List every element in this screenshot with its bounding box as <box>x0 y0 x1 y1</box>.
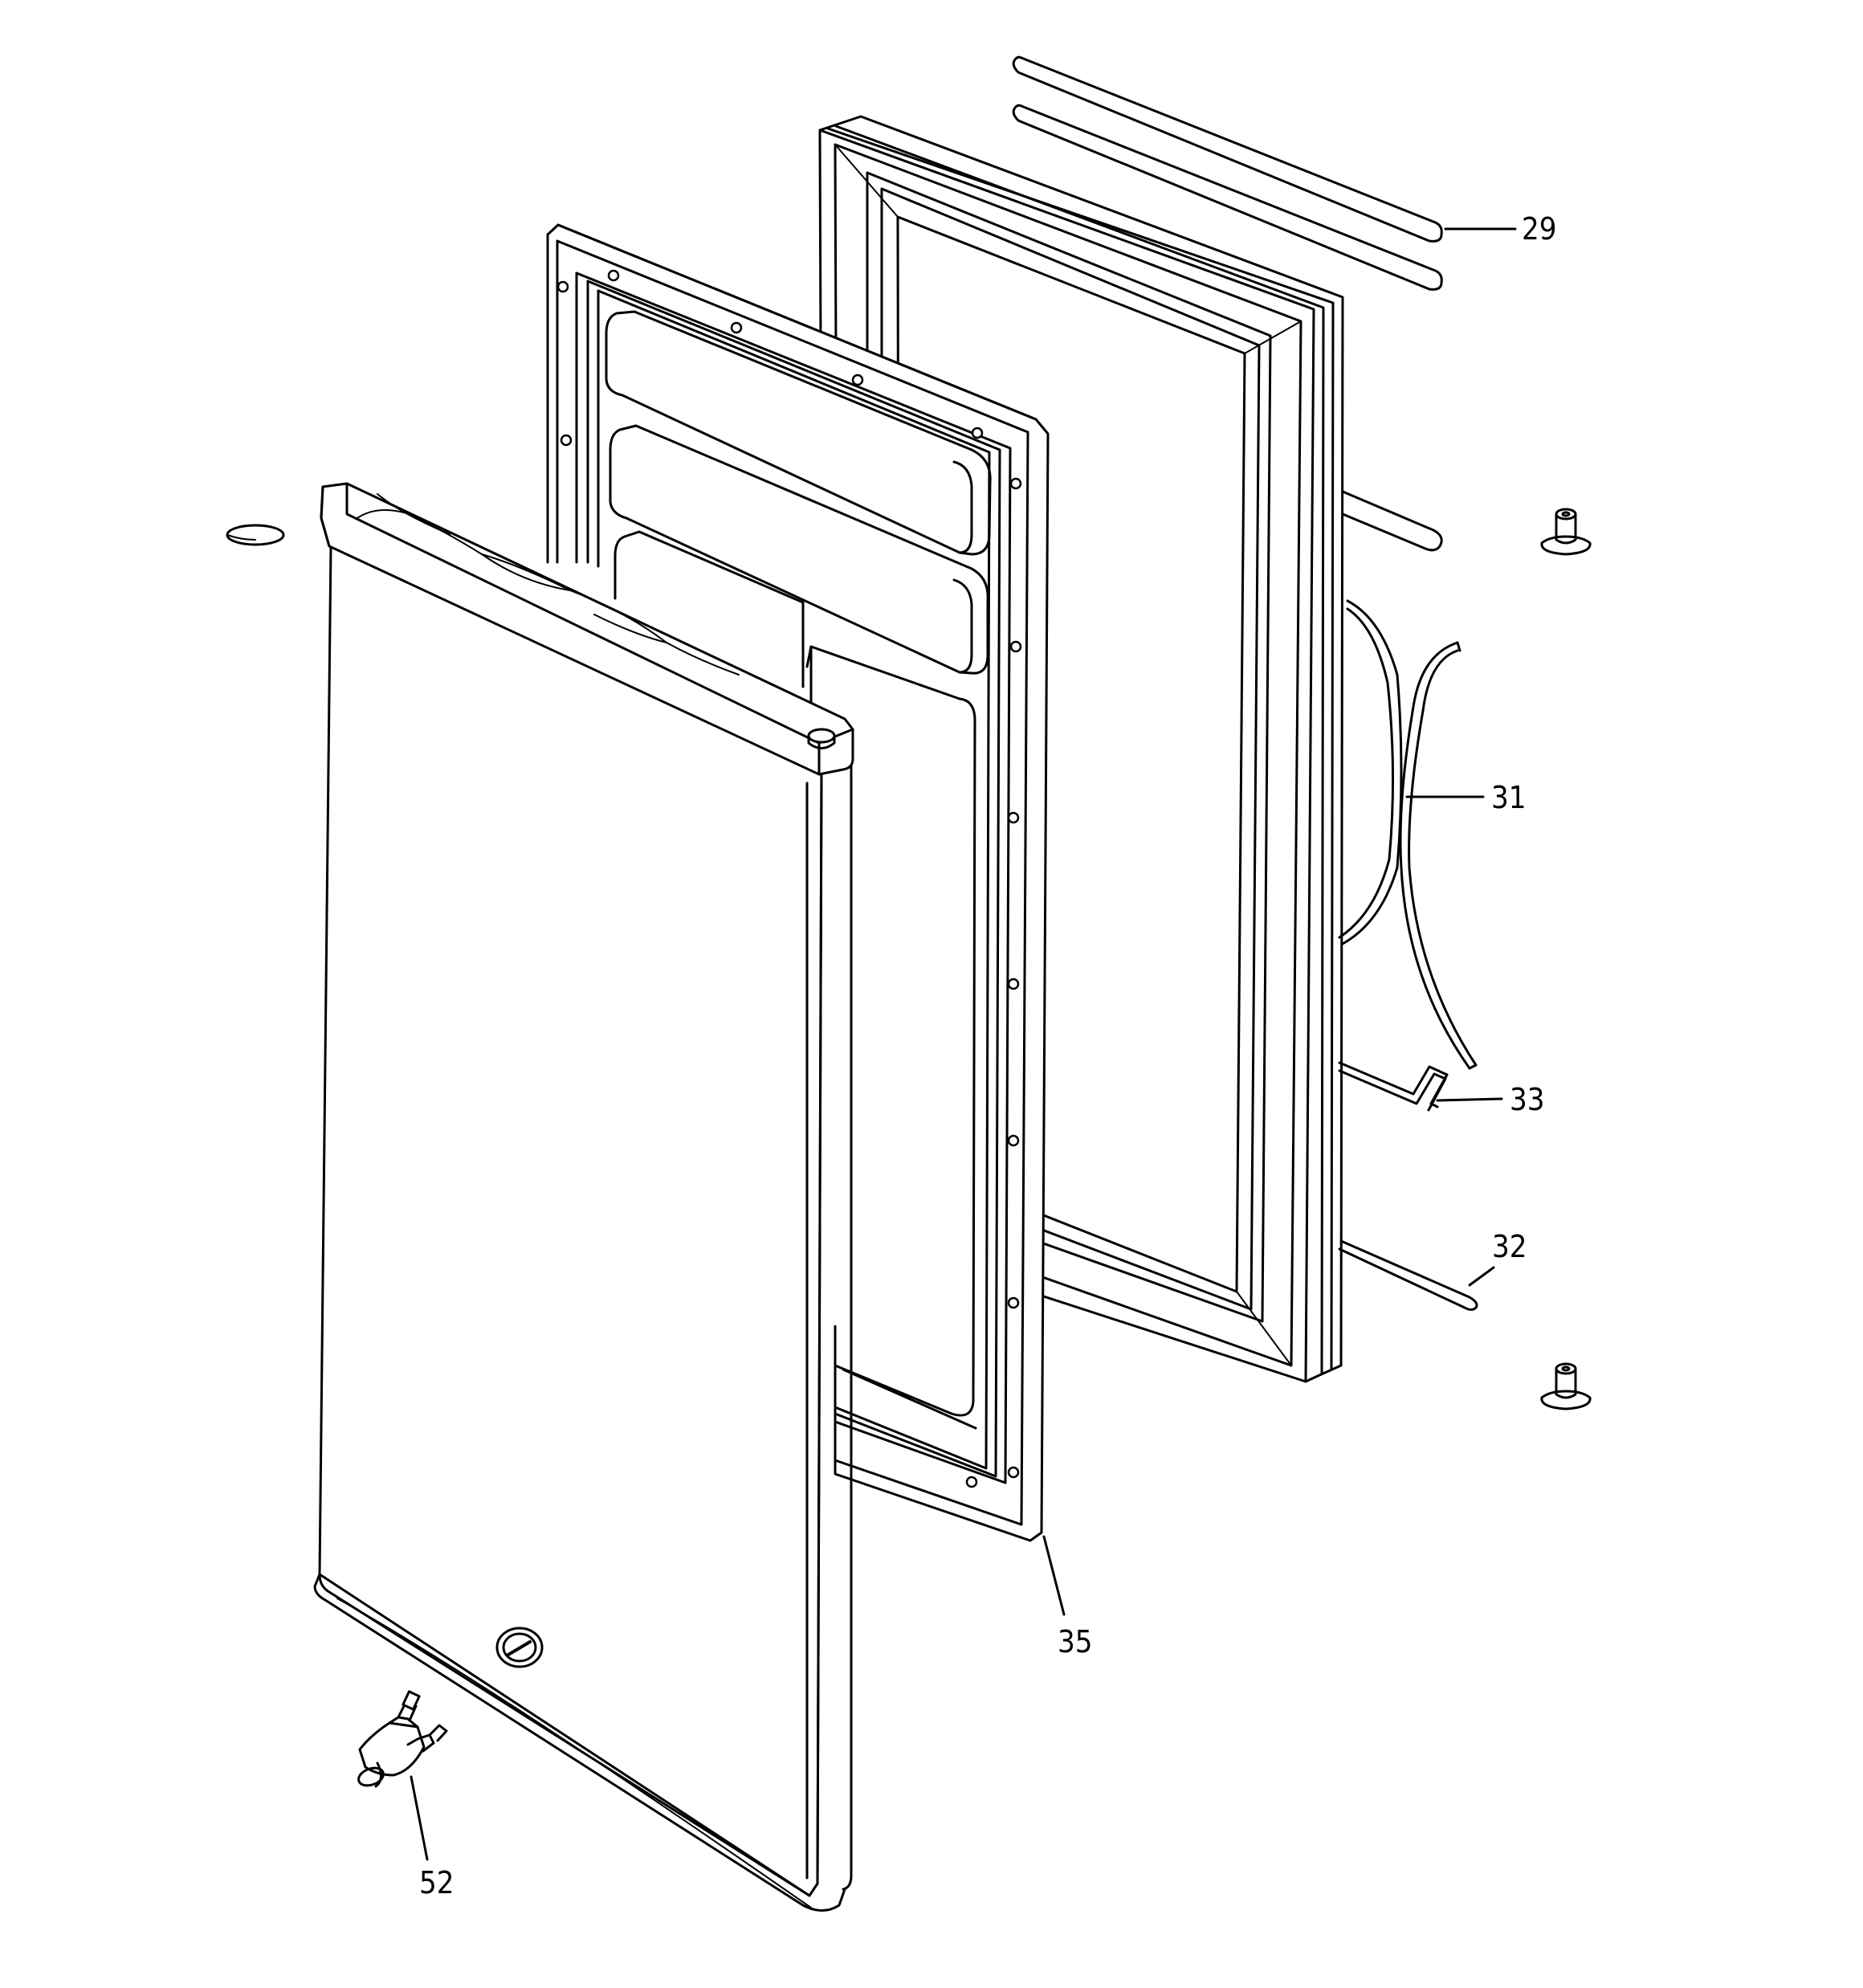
leader-33 <box>1436 1097 1503 1102</box>
washer <box>226 524 285 546</box>
door-rod <box>1338 1239 1478 1311</box>
callout-leaders <box>410 227 1517 1861</box>
leader-32 <box>1468 1266 1495 1287</box>
hinge-bushing-top <box>1540 508 1592 556</box>
lock-and-keys <box>357 1690 448 1788</box>
liner-screw-holes <box>556 269 1022 1488</box>
callout-31: 31 <box>1491 780 1527 815</box>
door-stop-wire <box>1338 1061 1449 1112</box>
callout-35: 35 <box>1058 1624 1093 1659</box>
callout-32: 32 <box>1492 1229 1527 1264</box>
callout-52: 52 <box>419 1865 455 1900</box>
leader-35 <box>1042 1535 1066 1616</box>
callout-33: 33 <box>1510 1082 1545 1117</box>
callout-29: 29 <box>1522 211 1557 247</box>
door-trim-strip <box>1012 55 1443 291</box>
leader-52 <box>410 1775 429 1861</box>
callout-labels: 29 31 33 32 35 52 <box>419 211 1557 1900</box>
outer-door-panel <box>313 482 854 1912</box>
hinge-bushing-bottom <box>1540 1362 1592 1410</box>
hinge-strip <box>1341 490 1443 552</box>
door-gasket-wire <box>1338 599 1478 1070</box>
